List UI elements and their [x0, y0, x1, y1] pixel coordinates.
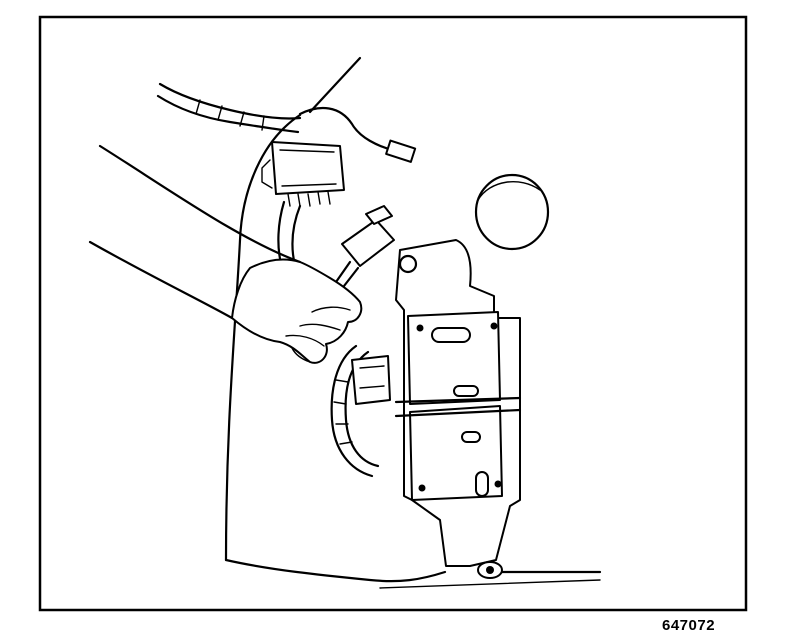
slot-bottom [475, 471, 489, 497]
harness-connector [261, 141, 345, 207]
slot-middle [453, 385, 479, 397]
column-shroud-panel [224, 56, 602, 589]
lock-housing-bracket [394, 239, 522, 579]
slot-upper [431, 327, 471, 343]
lock-bore-opening [474, 173, 550, 251]
figure-frame [38, 15, 748, 612]
slot-lower [461, 431, 481, 443]
figure-id-label: 647072 [662, 617, 716, 634]
switch-connector [334, 205, 395, 288]
technician-hand [88, 144, 363, 364]
side-cable [330, 344, 391, 478]
pigtail-connector [385, 139, 417, 163]
